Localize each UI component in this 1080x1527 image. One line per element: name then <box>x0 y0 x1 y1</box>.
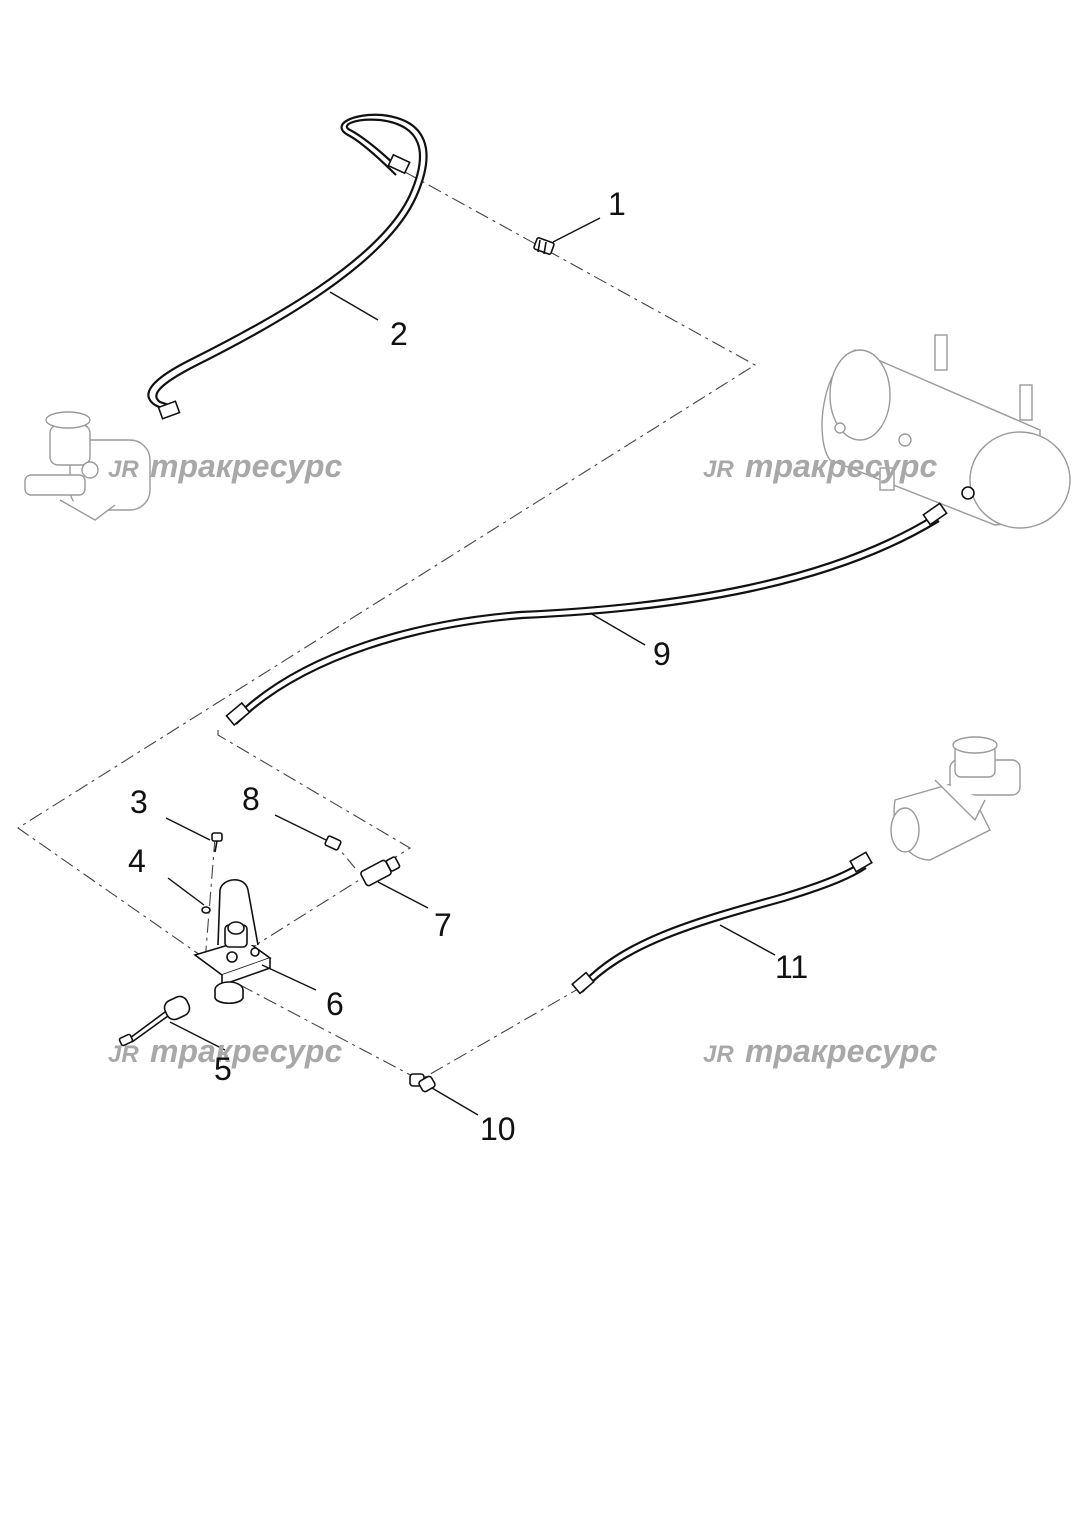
sensor-5-icon <box>118 995 191 1047</box>
callout-6: 6 <box>326 986 344 1022</box>
callout-7: 7 <box>434 907 452 943</box>
hose-9-icon <box>225 502 948 727</box>
watermark-text: тракресурс <box>745 1033 937 1069</box>
callout-5: 5 <box>214 1051 232 1087</box>
brake-chamber-right-icon <box>890 736 1021 861</box>
callout-labels: 1 2 3 4 5 6 7 8 9 10 11 <box>128 186 808 1147</box>
assembly-guide-lines <box>17 171 757 1081</box>
watermark-text: тракресурс <box>150 1033 342 1069</box>
leader-lines <box>165 217 776 1116</box>
callout-9: 9 <box>653 636 671 672</box>
air-receiver-tank-icon <box>821 334 1071 529</box>
hose-11-icon <box>571 851 873 995</box>
watermark-logo: JR <box>703 1041 734 1068</box>
watermark-logo: JR <box>703 456 734 483</box>
callout-2: 2 <box>390 316 408 352</box>
valve-7-icon <box>360 856 401 887</box>
callout-10: 10 <box>480 1111 516 1147</box>
watermark-4: JR тракресурс <box>703 1033 937 1069</box>
callout-3: 3 <box>130 784 148 820</box>
bolt-3-icon <box>211 832 223 853</box>
watermark-3: JR тракресурс <box>108 1033 342 1069</box>
elbow-10-icon <box>409 1073 436 1093</box>
hose-2-icon <box>147 113 428 420</box>
watermark-text: тракресурс <box>150 448 342 484</box>
fitting-1-icon <box>533 237 555 255</box>
brake-chamber-left-icon <box>24 411 151 521</box>
watermark-1: JR тракресурс <box>108 448 342 484</box>
watermark-text: тракресурс <box>745 448 937 484</box>
watermark-2: JR тракресурс <box>703 448 937 484</box>
callout-4: 4 <box>128 843 146 879</box>
fitting-8-icon <box>324 835 342 851</box>
washer-4-icon <box>201 906 211 914</box>
callout-8: 8 <box>242 781 260 817</box>
watermark-logo: JR <box>108 456 139 483</box>
callout-11: 11 <box>775 949 808 985</box>
watermark-logo: JR <box>108 1041 139 1068</box>
callout-1: 1 <box>608 186 626 222</box>
brake-valve-6-icon <box>193 879 272 1005</box>
